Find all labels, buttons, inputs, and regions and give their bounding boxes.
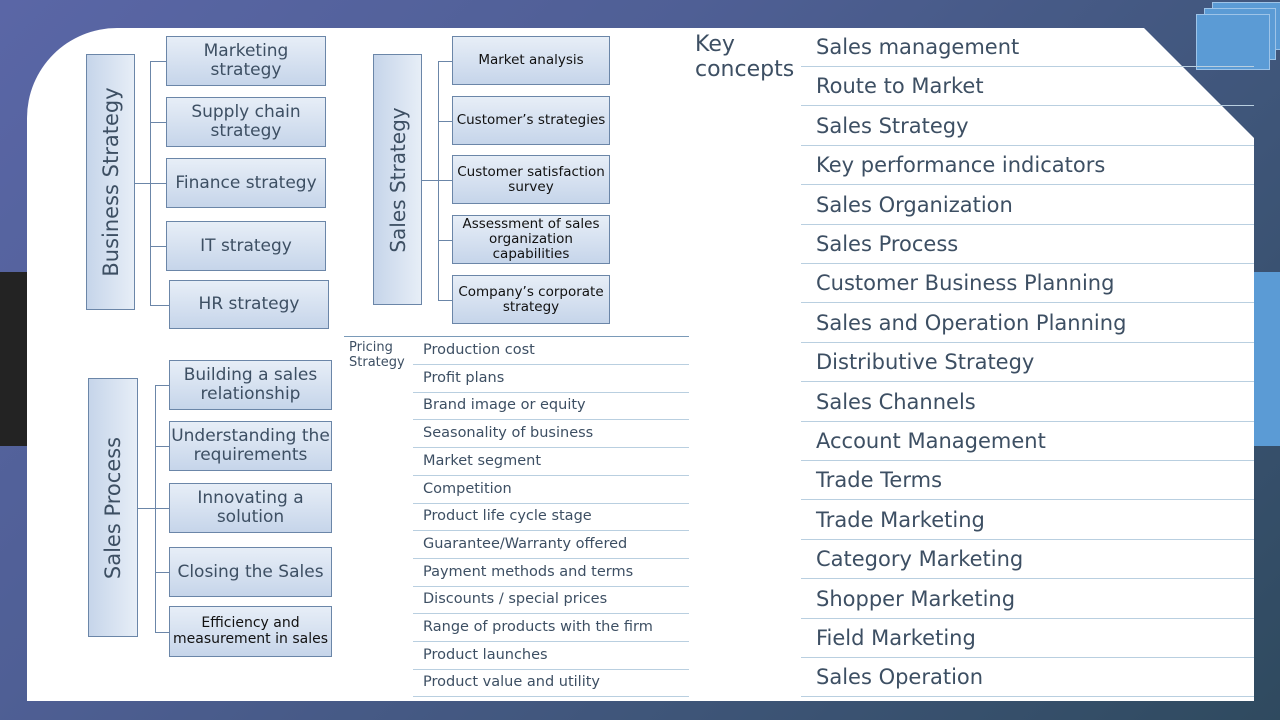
business-strategy-item: Marketing strategy	[166, 36, 326, 86]
sales-strategy-item: Company’s corporate strategy	[452, 275, 610, 324]
connector	[155, 508, 169, 509]
pricing-factor-row: Product launches	[413, 642, 689, 670]
pricing-factor-row: Market segment	[413, 448, 689, 476]
decor-square	[1196, 14, 1270, 70]
key-concept-item: Route to Market	[801, 67, 1254, 107]
key-concept-item: Sales Process	[801, 225, 1254, 264]
pricing-factor-row: Seasonality of business	[413, 420, 689, 449]
sales-process-item: Efficiency and measurement in sales	[169, 606, 332, 657]
connector	[150, 305, 169, 306]
key-concept-item: Field Marketing	[801, 619, 1254, 658]
business-strategy-title: Business Strategy	[98, 87, 123, 277]
sales-strategy-title: Sales Strategy	[385, 106, 410, 253]
key-concept-item: Shopper Marketing	[801, 580, 1254, 619]
pricing-strategy-title: Pricing Strategy	[349, 340, 405, 370]
sales-process-item: Understanding the requirements	[169, 421, 332, 471]
pricing-factor-row: Brand image or equity	[413, 392, 689, 421]
key-concept-item: Sales and Operation Planning	[801, 304, 1254, 343]
key-concept-item: Sales management	[801, 28, 1254, 67]
pricing-factor-row: Guarantee/Warranty offered	[413, 531, 689, 559]
connector	[155, 446, 169, 447]
pricing-factor-row: Payment methods and terms	[413, 559, 689, 587]
pricing-factor-row: Product life cycle stage	[413, 503, 689, 532]
business-strategy-item: IT strategy	[166, 221, 326, 271]
connector	[438, 300, 452, 301]
key-concept-item: Sales Operation	[801, 658, 1254, 698]
business-strategy-item: Supply chain strategy	[166, 97, 326, 147]
connector	[150, 122, 166, 123]
table-top-rule	[344, 336, 689, 337]
sales-process-item: Closing the Sales	[169, 547, 332, 597]
connector	[155, 572, 169, 573]
business-strategy-item: HR strategy	[169, 280, 329, 329]
key-concept-item: Key performance indicators	[801, 146, 1254, 186]
connector	[438, 61, 452, 62]
sales-process-item: Innovating a solution	[169, 483, 332, 533]
pricing-factor-row: Product value and utility	[413, 669, 689, 698]
pricing-factor-row: Competition	[413, 476, 689, 504]
connector	[135, 183, 151, 184]
connector	[155, 385, 169, 386]
key-concept-item: Distributive Strategy	[801, 343, 1254, 383]
sales-process-box: Sales Process	[88, 378, 138, 637]
business-strategy-box: Business Strategy	[86, 54, 135, 310]
sales-strategy-item: Customer’s strategies	[452, 96, 610, 145]
connector	[422, 180, 438, 181]
sales-process-title: Sales Process	[101, 436, 125, 579]
connector	[155, 632, 169, 633]
key-concept-item: Trade Marketing	[801, 501, 1254, 540]
pricing-factor-row: Discounts / special prices	[413, 586, 689, 615]
business-strategy-item: Finance strategy	[166, 158, 326, 208]
connector	[150, 61, 166, 62]
key-concept-item: Trade Terms	[801, 461, 1254, 501]
key-concepts-title: Key concepts	[695, 32, 795, 82]
sales-strategy-box: Sales Strategy	[373, 54, 422, 305]
key-concept-item: Category Marketing	[801, 540, 1254, 580]
sales-strategy-item: Market analysis	[452, 36, 610, 85]
pricing-factor-row: Production cost	[413, 337, 689, 365]
sales-process-item: Building a sales relationship	[169, 360, 332, 410]
connector	[138, 508, 155, 509]
connector	[438, 180, 452, 181]
key-concept-item: Account Management	[801, 422, 1254, 461]
connector	[438, 121, 452, 122]
key-concept-item: Sales Channels	[801, 383, 1254, 422]
pricing-factor-row: Range of products with the firm	[413, 614, 689, 642]
pricing-factor-row: Profit plans	[413, 365, 689, 393]
sales-strategy-item: Assessment of sales organization capabil…	[452, 215, 610, 264]
connector	[150, 246, 166, 247]
key-concept-item: Sales Organization	[801, 186, 1254, 225]
key-concept-item: Customer Business Planning	[801, 264, 1254, 304]
connector	[150, 183, 166, 184]
sales-strategy-item: Customer satisfaction survey	[452, 155, 610, 204]
connector	[438, 240, 452, 241]
key-concept-item: Sales Strategy	[801, 107, 1254, 146]
